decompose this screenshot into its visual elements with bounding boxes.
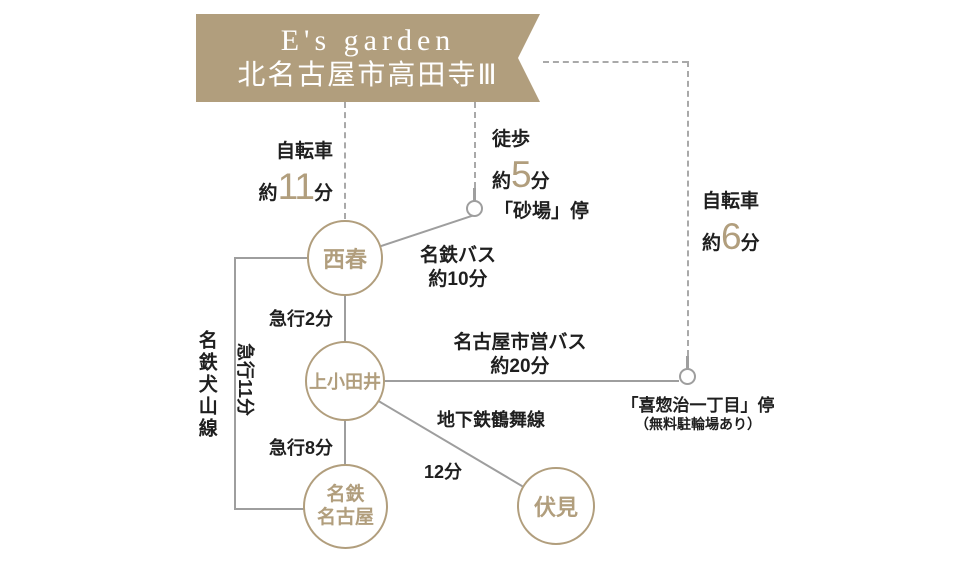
- segment-express2: 急行2分: [268, 309, 333, 329]
- rail-line-kamiotai-nagoya: [344, 381, 346, 506]
- segment-time: 約20分: [490, 355, 550, 377]
- property-title: E's garden: [280, 23, 456, 57]
- segment-inuyama-line: 名鉄犬山線: [195, 330, 217, 440]
- bus-stop-sunaba-label: 「砂場」停: [494, 201, 590, 222]
- property-subtitle: 北名古屋市高田寺Ⅲ: [237, 59, 499, 91]
- bus-stop-kisoji-icon: [686, 356, 689, 369]
- station-meitetsu-nagoya: 名鉄 名古屋: [303, 464, 388, 549]
- station-kamiotai: 上小田井: [305, 341, 385, 421]
- bus-stop-note: （無料駐輪場あり）: [635, 416, 761, 433]
- station-name: 名鉄: [326, 483, 365, 505]
- bus-stop-name: 「喜惣治一丁目」停: [621, 396, 775, 415]
- access-mode: 徒歩: [492, 129, 531, 150]
- access-time: 約11分: [258, 165, 333, 207]
- access-walk: 徒歩 約5分: [492, 128, 550, 198]
- access-time: 約6分: [702, 215, 760, 257]
- access-mode: 自転車: [702, 191, 760, 212]
- segment-tsurumai-line: 地下鉄鶴舞線: [437, 410, 545, 430]
- station-name: 西春: [322, 247, 367, 272]
- segment-line-name: 名鉄バス: [419, 245, 496, 266]
- dashed-line-bicycle-left: [344, 102, 346, 219]
- segment-time: 約10分: [428, 268, 488, 290]
- segment-express11: 急行11分: [235, 343, 255, 417]
- property-banner: E's garden 北名古屋市高田寺Ⅲ: [196, 14, 540, 102]
- dashed-line-walk: [474, 102, 476, 188]
- station-name: 上小田井: [309, 372, 381, 392]
- station-name: 名古屋: [316, 506, 374, 528]
- rail-line-nishiharu-kamiotai: [344, 258, 346, 381]
- segment-meitetsu-bus: 名鉄バス 約10分: [408, 244, 508, 292]
- access-bicycle-right: 自転車 約6分: [702, 190, 760, 260]
- bus-stop-kisoji-label: 「喜惣治一丁目」停 （無料駐輪場あり）: [607, 395, 789, 434]
- station-name: 伏見: [533, 495, 578, 520]
- segment-city-bus: 名古屋市営バス 約20分: [430, 331, 610, 379]
- station-nishiharu: 西春: [307, 220, 383, 296]
- access-time: 約5分: [492, 153, 550, 195]
- dashed-line-bicycle-right-vertical: [687, 61, 689, 356]
- segment-tsurumai-time: 12分: [424, 462, 463, 482]
- bus-stop-sunaba-icon: [466, 200, 483, 217]
- bus-stop-sunaba-icon: [473, 188, 476, 201]
- dashed-line-bicycle-right-horizontal: [543, 61, 688, 63]
- access-bicycle-left: 自転車 約11分: [230, 140, 333, 210]
- segment-line-name: 名古屋市営バス: [453, 332, 587, 353]
- bus-line-city: [345, 380, 679, 382]
- access-mode: 自転車: [275, 141, 333, 162]
- segment-express8: 急行8分: [268, 438, 333, 458]
- inuyama-line-bracket: [234, 257, 309, 510]
- bus-stop-kisoji-icon: [679, 368, 696, 385]
- station-fushimi: 伏見: [517, 467, 595, 545]
